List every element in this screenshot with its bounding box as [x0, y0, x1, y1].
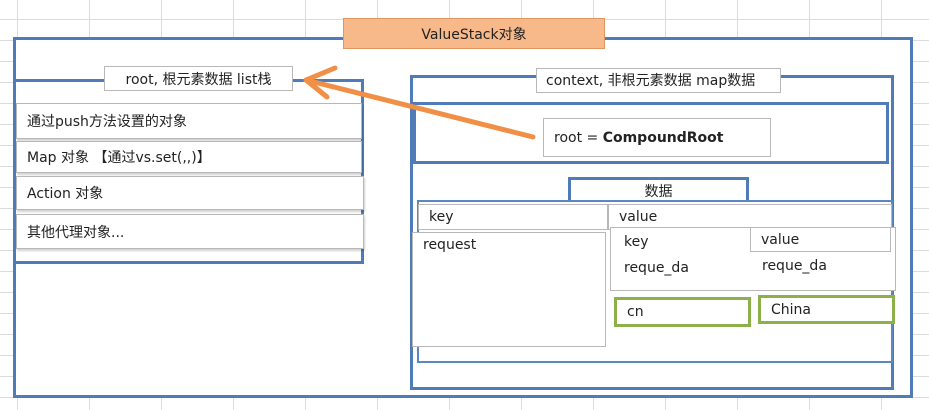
data-label-text: 数据 — [644, 183, 673, 200]
root-item-push: 通过push方法设置的对象 — [16, 103, 362, 139]
value-header: value — [608, 204, 892, 230]
context-section-label-text: context, 非根元素数据 map数据 — [546, 73, 756, 89]
root-section-label: root, 根元素数据 list栈 — [104, 66, 293, 91]
inner-value-header-text: value — [761, 231, 800, 248]
inner-value-header: value — [750, 227, 891, 252]
inner-key-reque: reque_da — [624, 260, 689, 276]
compound-root-inner: root = CompoundRoot — [543, 118, 771, 157]
root-item-action-text: Action 对象 — [27, 186, 104, 202]
root-item-action: Action 对象 — [16, 176, 364, 210]
root-section-label-text: root, 根元素数据 list栈 — [125, 71, 272, 88]
root-item-map-text: Map 对象 【通过vs.set(,,)】 — [27, 150, 211, 166]
value-header-text: value — [619, 209, 658, 225]
china-cell-text: China — [771, 301, 811, 318]
request-key-cell: request — [412, 232, 606, 347]
root-item-push-text: 通过push方法设置的对象 — [27, 114, 187, 130]
root-item-proxy-text: 其他代理对象... — [27, 224, 125, 241]
cn-cell-text: cn — [627, 304, 644, 320]
valuestack-title-text: ValueStack对象 — [421, 26, 527, 43]
key-header: key — [418, 204, 608, 230]
root-item-map: Map 对象 【通过vs.set(,,)】 — [16, 141, 362, 173]
china-cell: China — [758, 295, 895, 324]
valuestack-title: ValueStack对象 — [343, 18, 605, 49]
inner-value-reque: reque_da — [762, 258, 827, 274]
root-item-proxy: 其他代理对象... — [16, 214, 364, 249]
inner-key-header: key — [624, 234, 649, 250]
request-key-text: request — [423, 237, 477, 253]
compound-root-value: CompoundRoot — [602, 129, 724, 146]
context-section-label: context, 非根元素数据 map数据 — [536, 68, 781, 93]
compound-root-prefix: root = — [554, 129, 603, 146]
key-header-text: key — [429, 209, 454, 225]
cn-cell: cn — [614, 297, 751, 327]
